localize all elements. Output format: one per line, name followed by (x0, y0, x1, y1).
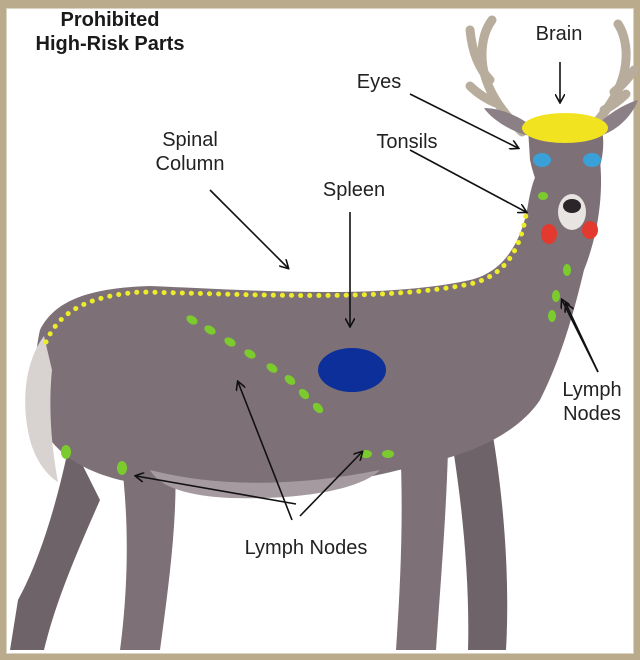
title-line-2: High-Risk Parts (10, 32, 210, 56)
lymph-node (552, 290, 560, 302)
spinal-label-line-1: Spinal (140, 128, 240, 152)
eyes-label: Eyes (344, 70, 414, 94)
brain-label: Brain (524, 22, 594, 46)
lymph-node (117, 461, 127, 475)
lymph-right-line-1: Lymph (550, 378, 634, 402)
lymph-right-line-2: Nodes (550, 402, 634, 426)
spleen-label: Spleen (306, 178, 402, 202)
lymph-node (61, 445, 71, 459)
lymph-node (548, 310, 556, 322)
spinal-column-arrow (210, 190, 288, 268)
tonsils-arrow (410, 150, 526, 212)
left-eye-marker (533, 153, 551, 167)
lymph-node (563, 264, 571, 276)
lymph-nodes-bottom-label: Lymph Nodes (226, 536, 386, 560)
right-tonsil-marker (582, 221, 598, 239)
spinal-column-label: Spinal Column (140, 128, 240, 176)
spinal-label-line-2: Column (140, 152, 240, 176)
lymph-nodes-right-label: Lymph Nodes (550, 378, 634, 426)
title-line-1: Prohibited (10, 8, 210, 32)
lymph-right-arrow-lower (566, 304, 598, 372)
diagram-title: Prohibited High-Risk Parts (10, 8, 210, 56)
lymph-node (382, 450, 394, 458)
left-tonsil-marker (541, 224, 557, 244)
lymph-node (538, 192, 548, 200)
lymph-node (360, 450, 372, 458)
spleen-marker (318, 348, 386, 392)
tonsils-label: Tonsils (362, 130, 452, 154)
right-eye-marker (583, 153, 601, 167)
brain-marker (522, 113, 608, 143)
